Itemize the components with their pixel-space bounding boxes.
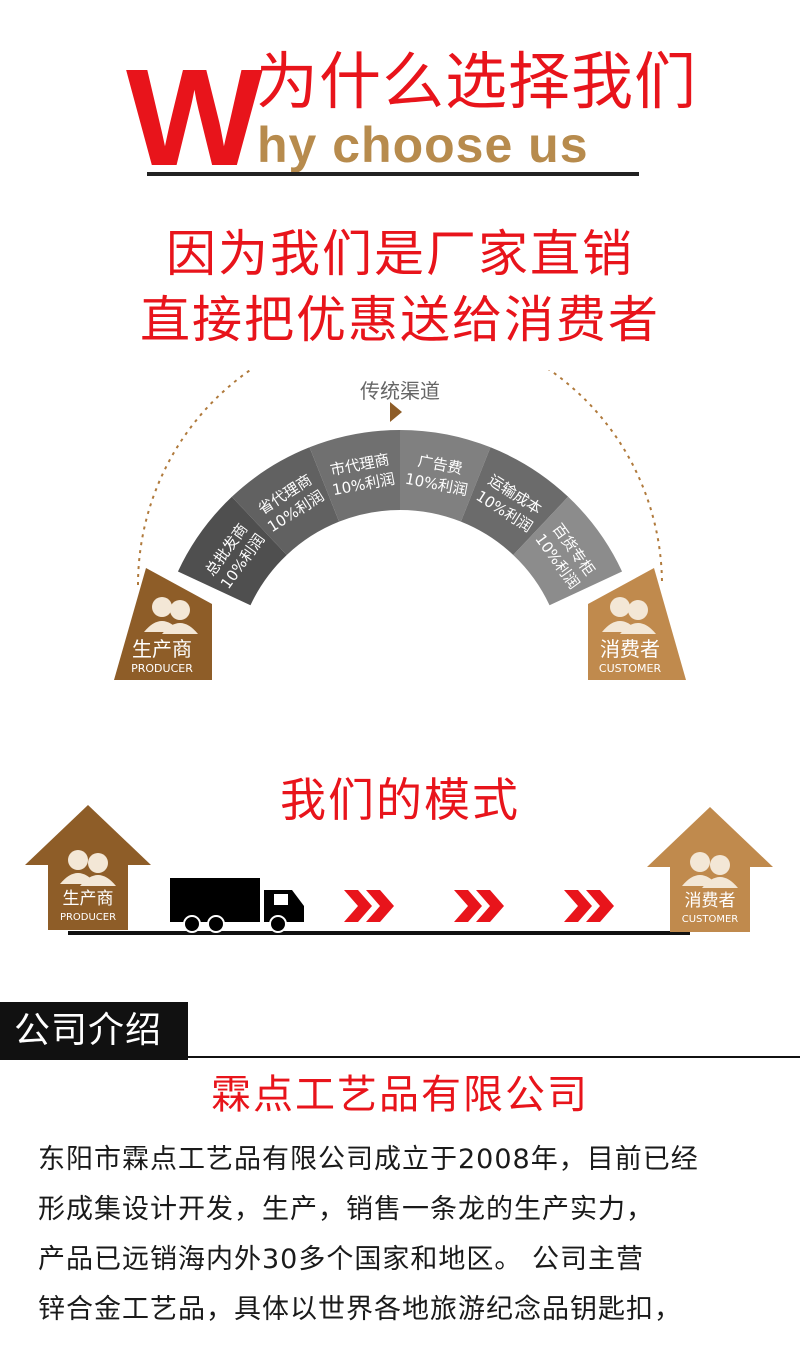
chevron-right-icon [454,890,504,922]
producer-label-cn: 生产商 [132,637,192,661]
producer-label-en: PRODUCER [131,662,193,675]
customer-block: 消费者 CUSTOMER [588,568,686,680]
people-icon [144,597,198,634]
channel-arrow-icon [390,402,402,422]
header-title-en: hy choose us [257,117,589,173]
chevron-right-icon [564,890,614,922]
header-title-cn: 为什么选择我们 [256,45,698,118]
arch-segment [460,447,569,555]
arch-segment [513,496,623,606]
intro-paragraph-line: 锌合金工艺品，具体以世界各地旅游纪念品钥匙扣， [38,1294,682,1325]
arch-segment [231,447,340,555]
channel-label: 传统渠道 [360,379,440,403]
intro-paragraph-line: 东阳市霖点工艺品有限公司成立于2008年，目前已经 [38,1144,699,1175]
people-icon [602,597,656,634]
intro-divider [0,1056,800,1058]
arch-segment [309,430,400,522]
intro-paragraph-line: 形成集设计开发，生产，销售一条龙的生产实力， [38,1194,654,1225]
mode-producer-cn: 生产商 [63,889,114,909]
truck-icon [170,878,304,933]
chevron-right-icon [344,890,394,922]
company-name: 霖点工艺品有限公司 [211,1072,589,1118]
arch-segment [400,430,491,522]
arch-segment [177,496,287,606]
ground-line [68,931,690,935]
slogan-line-1: 因为我们是厂家直销 [166,225,634,283]
intro-tab: 公司介绍 [0,1002,188,1060]
mode-customer-en: CUSTOMER [682,914,739,925]
producer-block: 生产商 PRODUCER [114,568,212,680]
header-big-letter: W [126,41,263,195]
customer-house-icon: 消费者 CUSTOMER [647,807,773,932]
slogan-line-2: 直接把优惠送给消费者 [140,291,660,349]
our-mode-title: 我们的模式 [280,773,520,827]
mode-customer-cn: 消费者 [685,891,736,911]
header-divider [147,172,639,176]
customer-label-cn: 消费者 [600,637,660,661]
our-mode-diagram: 生产商 PRODUCER 消费者 CUSTOMER [25,805,773,935]
intro-paragraph-line: 产品已远销海内外30多个国家和地区。 公司主营 [38,1244,644,1275]
traditional-channel-diagram: 传统渠道 总批发商10%利润省代理商10%利润市代理商10%利润广告费10%利润… [114,370,686,680]
producer-house-icon: 生产商 PRODUCER [25,805,151,930]
channel-dotted-arc [137,370,663,586]
customer-label-en: CUSTOMER [599,662,662,675]
mode-producer-en: PRODUCER [60,912,116,923]
